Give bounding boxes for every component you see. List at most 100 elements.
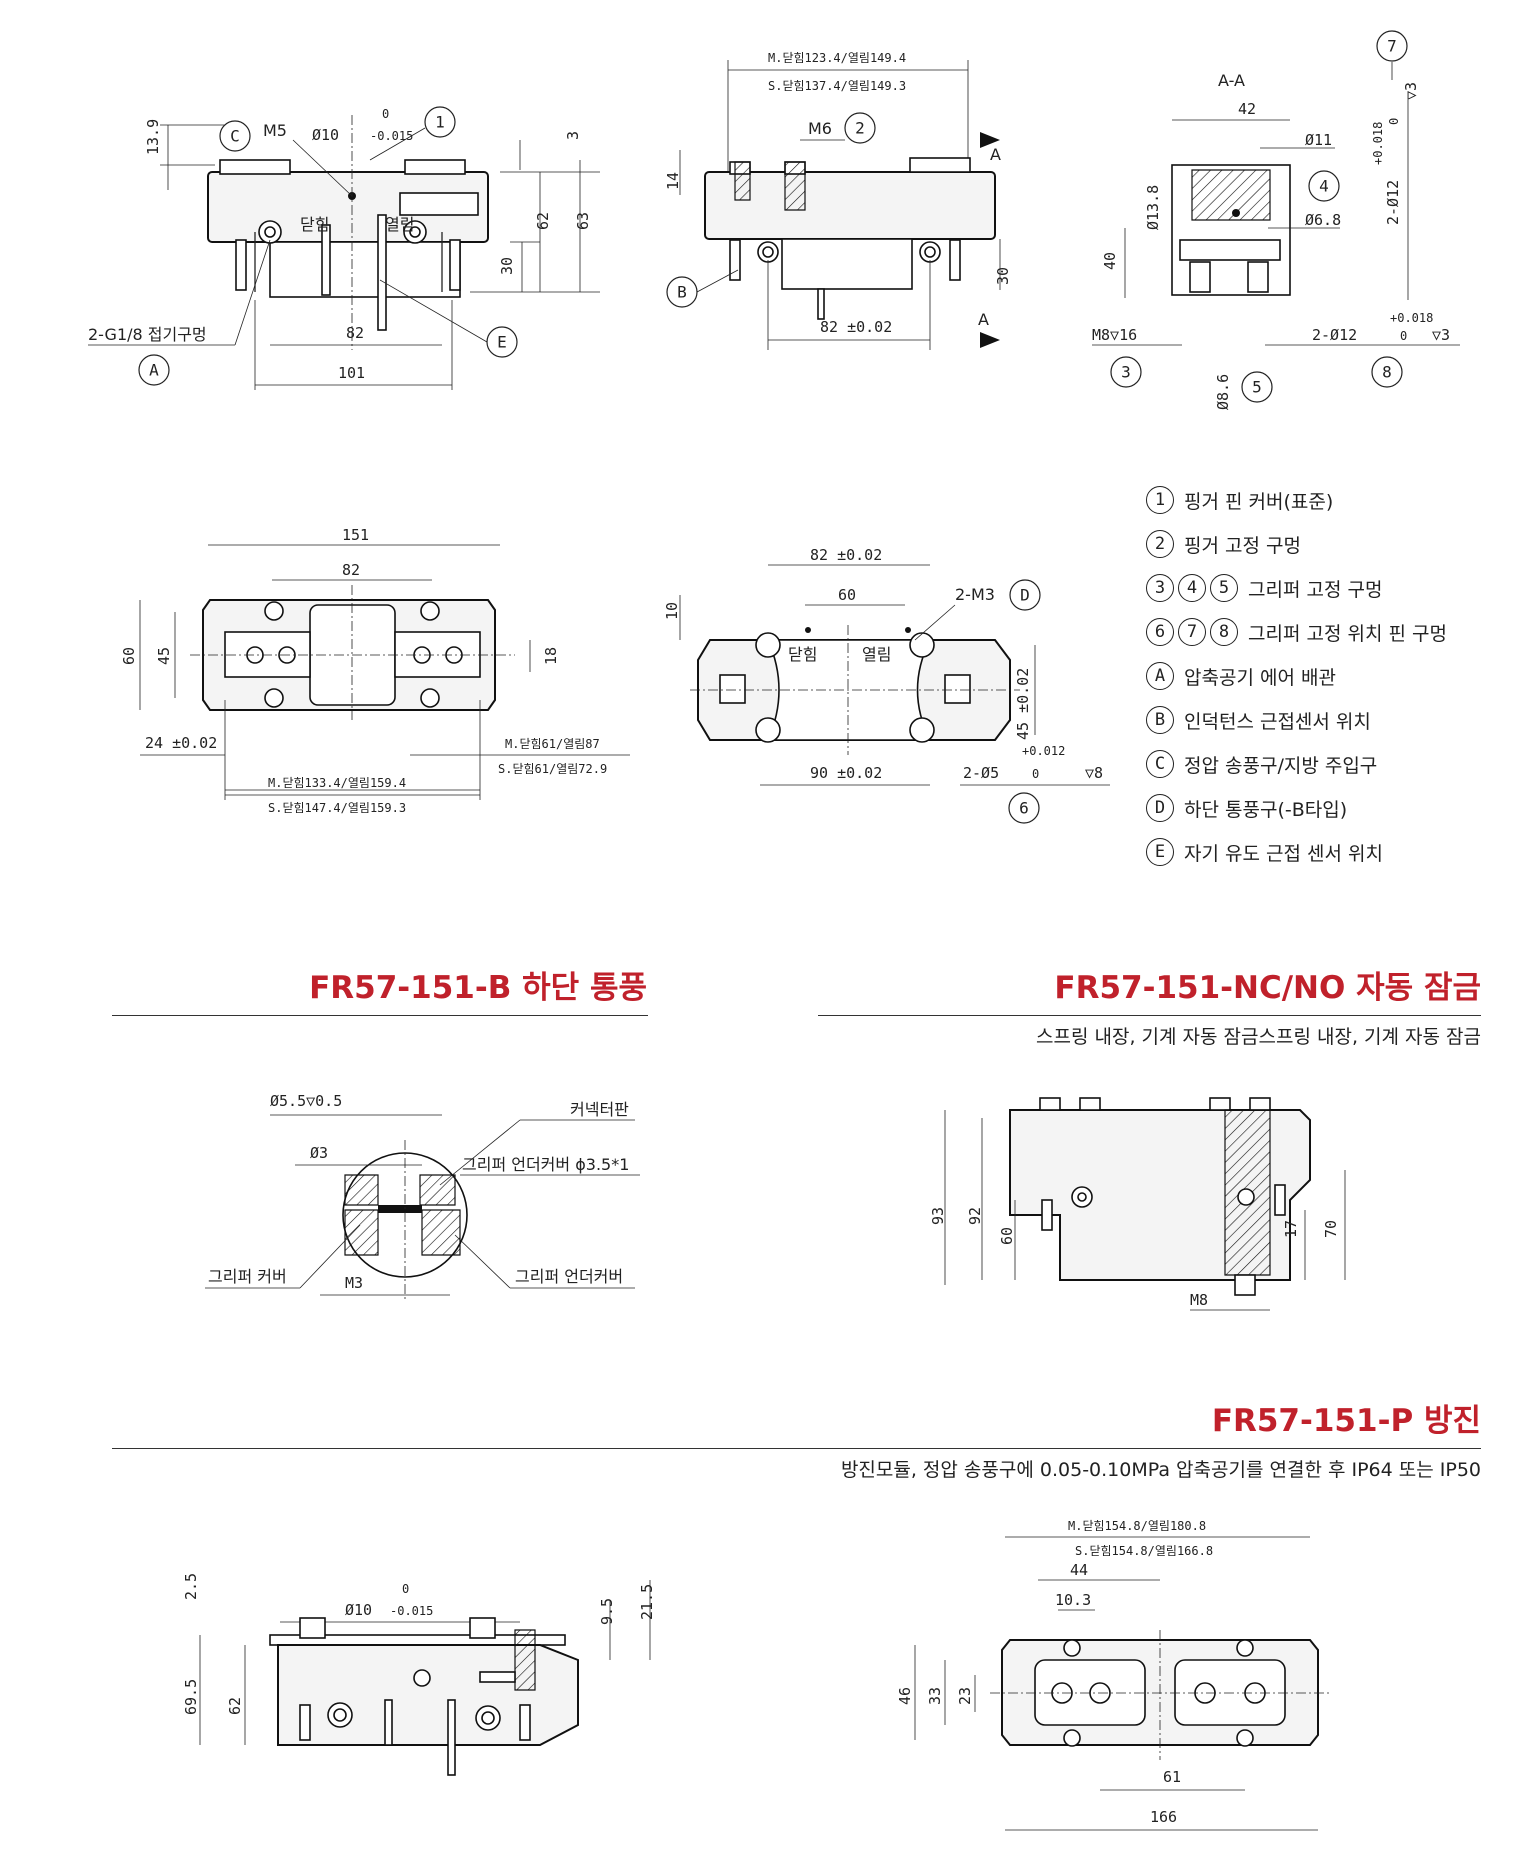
svg-text:45: 45 xyxy=(155,647,173,665)
svg-text:70: 70 xyxy=(1322,1220,1340,1238)
dim-63: 63 xyxy=(574,212,592,230)
section-nc-title: FR57-151-NC/NO 자동 잠금 xyxy=(1054,970,1481,1006)
legend-mark: C xyxy=(1146,750,1174,778)
svg-text:Ø11: Ø11 xyxy=(1305,131,1332,149)
section-p-rule xyxy=(112,1448,1481,1449)
legend-mark: 2 xyxy=(1146,530,1174,558)
svg-text:0: 0 xyxy=(402,1582,409,1596)
svg-text:A: A xyxy=(978,310,989,329)
legend-text: 그리퍼 고정 구멍 xyxy=(1248,578,1383,601)
legend-item: C 정압 송풍구/지방 주입구 xyxy=(1146,742,1447,786)
svg-text:0: 0 xyxy=(1387,118,1401,125)
p-front-view: 2.5 69.5 62 Ø10 0 -0.015 9.5 21.5 xyxy=(182,1573,656,1776)
legend-text: 그리퍼 고정 위치 핀 구멍 xyxy=(1248,622,1447,645)
thread-m6: M6 xyxy=(808,119,832,138)
svg-text:+0.018: +0.018 xyxy=(1371,122,1385,165)
legend-text: 핑거 핀 커버(표준) xyxy=(1184,490,1334,513)
svg-text:2-M3: 2-M3 xyxy=(955,585,995,604)
svg-text:M.닫힘154.8/열림180.8: M.닫힘154.8/열림180.8 xyxy=(1068,1519,1206,1533)
legend-item: 6 7 8 그리퍼 고정 위치 핀 구멍 xyxy=(1146,610,1447,654)
svg-text:S.닫힘137.4/열림149.3: S.닫힘137.4/열림149.3 xyxy=(768,79,906,93)
svg-text:A: A xyxy=(990,145,1001,164)
section-aa-view: A-A 42 Ø11 Ø13.8 4 Ø6.8 40 M8▽16 3 Ø8.6 … xyxy=(1092,30,1460,410)
svg-text:Ø10: Ø10 xyxy=(345,1601,372,1619)
svg-text:92: 92 xyxy=(966,1207,984,1225)
legend-item: B 인덕턴스 근접센서 위치 xyxy=(1146,698,1447,742)
legend-text: 핑거 고정 구멍 xyxy=(1184,534,1301,557)
svg-text:M.닫힘133.4/열림159.4: M.닫힘133.4/열림159.4 xyxy=(268,776,406,790)
svg-text:2-Ø5: 2-Ø5 xyxy=(963,764,999,782)
b-detail-view: Ø5.5▽0.5 Ø3 커넥터판 그리퍼 언더커버 ϕ3.5*1 그리퍼 커버 … xyxy=(205,1092,640,1300)
p-top-view: M.닫힘154.8/열림180.8 S.닫힘154.8/열림166.8 44 1… xyxy=(896,1519,1330,1831)
dim-82-side: 82 ±0.02 xyxy=(820,318,892,336)
svg-text:C: C xyxy=(230,127,240,146)
dim-14: 14 xyxy=(664,172,682,190)
svg-text:열림: 열림 xyxy=(862,645,891,664)
svg-text:E: E xyxy=(497,333,507,352)
svg-text:60: 60 xyxy=(838,586,856,604)
svg-text:+0.018: +0.018 xyxy=(1390,311,1433,325)
svg-text:46: 46 xyxy=(896,1687,914,1705)
svg-text:B: B xyxy=(677,283,687,302)
svg-text:45 ±0.02: 45 ±0.02 xyxy=(1014,668,1032,740)
svg-text:24 ±0.02: 24 ±0.02 xyxy=(145,734,217,752)
svg-text:M.닫힘61/열림87: M.닫힘61/열림87 xyxy=(505,737,600,751)
svg-text:Ø6.8: Ø6.8 xyxy=(1305,211,1341,229)
svg-text:그리퍼 언더커버 ϕ3.5*1: 그리퍼 언더커버 ϕ3.5*1 xyxy=(462,1155,629,1174)
legend-mark: 3 xyxy=(1146,574,1174,602)
port-label: 2-G1/8 접기구멍 xyxy=(88,325,207,344)
svg-text:M8▽16: M8▽16 xyxy=(1092,326,1137,344)
svg-text:▽3: ▽3 xyxy=(1402,82,1420,100)
svg-text:S.닫힘61/열림72.9: S.닫힘61/열림72.9 xyxy=(498,762,607,776)
svg-text:10.3: 10.3 xyxy=(1055,1591,1091,1609)
svg-text:166: 166 xyxy=(1150,1808,1177,1826)
svg-text:82 ±0.02: 82 ±0.02 xyxy=(810,546,882,564)
svg-text:7: 7 xyxy=(1387,37,1397,56)
dim-3: 3 xyxy=(564,131,582,140)
legend-mark: 1 xyxy=(1146,486,1174,514)
svg-text:M3: M3 xyxy=(345,1274,363,1292)
svg-text:2-Ø12: 2-Ø12 xyxy=(1384,180,1402,225)
svg-text:Ø5.5▽0.5: Ø5.5▽0.5 xyxy=(270,1092,342,1110)
legend-mark: 4 xyxy=(1178,574,1206,602)
front-close-label: 닫힘 xyxy=(300,215,329,234)
legend-text: 인덕턴스 근접센서 위치 xyxy=(1184,710,1371,733)
svg-text:2.5: 2.5 xyxy=(182,1573,200,1600)
legend-text: 자기 유도 근접 센서 위치 xyxy=(1184,842,1383,865)
svg-text:3: 3 xyxy=(1121,363,1131,382)
svg-text:S.닫힘147.4/열림159.3: S.닫힘147.4/열림159.3 xyxy=(268,801,406,815)
legend-mark: 5 xyxy=(1210,574,1238,602)
svg-text:1: 1 xyxy=(435,113,445,132)
section-nc-rule xyxy=(818,1015,1481,1016)
legend-mark: 7 xyxy=(1178,618,1206,646)
svg-text:▽8: ▽8 xyxy=(1085,764,1103,782)
svg-text:0: 0 xyxy=(382,107,389,121)
svg-text:2-Ø12: 2-Ø12 xyxy=(1312,326,1357,344)
svg-text:9.5: 9.5 xyxy=(598,1598,616,1625)
nc-view: 93 92 60 17 70 M8 xyxy=(929,1097,1346,1311)
legend: 1 핑거 핀 커버(표준) 2 핑거 고정 구멍 3 4 5 그리퍼 고정 구멍… xyxy=(1146,478,1447,874)
dim-30: 30 xyxy=(498,257,516,275)
svg-text:40: 40 xyxy=(1101,252,1119,270)
svg-text:93: 93 xyxy=(929,1207,947,1225)
svg-text:닫힘: 닫힘 xyxy=(788,645,817,664)
svg-text:-0.015: -0.015 xyxy=(370,129,413,143)
legend-item: D 하단 통풍구(-B타입) xyxy=(1146,786,1447,830)
svg-text:33: 33 xyxy=(926,1687,944,1705)
front-view: 13.9 FOUK 닫힘 열림 C M5 Ø10 0 -0.015 1 3 xyxy=(88,106,600,390)
svg-text:A: A xyxy=(149,361,159,380)
legend-mark: A xyxy=(1146,662,1174,690)
svg-text:44: 44 xyxy=(1070,1561,1088,1579)
section-nc-subtitle: 스프링 내장, 기계 자동 잠금스프링 내장, 기계 자동 잠금 xyxy=(1036,1026,1481,1048)
dim-101: 101 xyxy=(338,364,365,382)
svg-text:Ø8.6: Ø8.6 xyxy=(1214,374,1232,410)
svg-text:5: 5 xyxy=(1252,378,1262,397)
svg-text:18: 18 xyxy=(542,647,560,665)
svg-text:69.5: 69.5 xyxy=(182,1679,200,1715)
dim-30: 30 xyxy=(994,267,1012,285)
svg-text:S.닫힘154.8/열림166.8: S.닫힘154.8/열림166.8 xyxy=(1075,1544,1213,1558)
svg-text:60: 60 xyxy=(998,1227,1016,1245)
svg-text:-0.015: -0.015 xyxy=(390,1604,433,1618)
svg-text:62: 62 xyxy=(226,1697,244,1715)
